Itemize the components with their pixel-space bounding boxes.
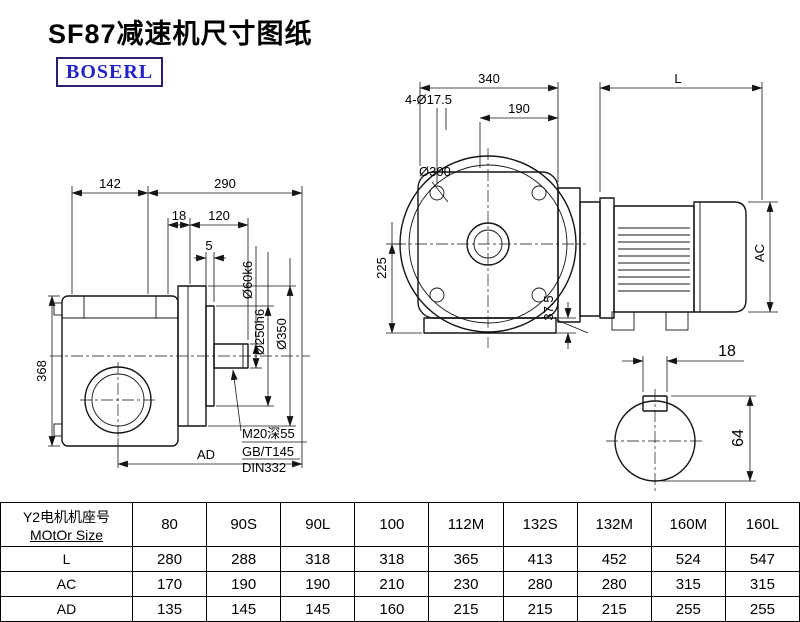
col-header: 132S (502, 502, 578, 547)
table-cell: 190 (206, 571, 282, 597)
bolt-hole (531, 185, 547, 201)
note-std1: GB/T145 (242, 444, 294, 459)
col-header: 100 (354, 502, 430, 547)
motor-size-header: Y2电机机座号 MOtOr Size (0, 502, 133, 547)
motor-foot (665, 311, 689, 331)
motor-flange (599, 197, 615, 319)
motor-body (613, 205, 695, 313)
dim-142: 142 (99, 176, 121, 191)
table-cell: 215 (576, 596, 652, 622)
dim-18: 18 (172, 208, 186, 223)
fan-cowl (693, 201, 747, 313)
dim-290: 290 (214, 176, 236, 191)
motor-size-label-cn: Y2电机机座号 (22, 508, 111, 525)
row-label: AC (0, 571, 133, 597)
table-cell: 413 (502, 546, 578, 572)
dia-flange-label: Ø350 (274, 318, 289, 350)
dim-37-5: 37.5 (541, 295, 556, 320)
dim-ad: AD (197, 447, 215, 462)
table-cell: 452 (576, 546, 652, 572)
dim-key-64: 64 (730, 429, 747, 447)
dia-300-label: Ø300 (419, 164, 451, 179)
col-header: 160L (724, 502, 800, 547)
dim-368: 368 (34, 360, 49, 382)
shaft-end-view: 18 64 (606, 343, 756, 493)
table-cell: 145 (280, 596, 356, 622)
brand-logo: BOSERL (56, 57, 164, 87)
table-cell: 230 (428, 571, 504, 597)
dia-pilot-label: Ø250h6 (252, 309, 267, 355)
note-tap: M20深55 (242, 426, 295, 441)
front-view: 340 L 190 4-Ø17.5 Ø300 225 (374, 71, 778, 349)
col-header: 80 (131, 502, 208, 547)
table-cell: 160 (354, 596, 430, 622)
table-header-row: Y2电机机座号 MOtOr Size 80 90S 90L 100 112M 1… (0, 502, 800, 547)
table-cell: 255 (724, 596, 800, 622)
input-bore (466, 222, 510, 266)
table-cell: 215 (428, 596, 504, 622)
output-shaft (213, 343, 249, 369)
dim-5: 5 (205, 238, 212, 253)
col-header: 112M (428, 502, 504, 547)
table-row: AD 135 145 145 160 215 215 215 255 255 (0, 596, 800, 622)
table-cell: 280 (131, 546, 208, 572)
dim-340: 340 (478, 71, 500, 86)
page-title: SF87减速机尺寸图纸 (48, 19, 313, 49)
table-cell: 315 (724, 571, 800, 597)
table-cell: 365 (428, 546, 504, 572)
col-header: 90L (280, 502, 356, 547)
col-header: 132M (576, 502, 652, 547)
bolt-hole (429, 287, 445, 303)
dim-l: L (674, 71, 681, 86)
table-cell: 170 (131, 571, 208, 597)
dim-ac: AC (752, 244, 767, 262)
col-header: 90S (206, 502, 282, 547)
table-cell: 315 (650, 571, 726, 597)
table-cell: 288 (206, 546, 282, 572)
bolt-hole (429, 185, 445, 201)
row-label: L (0, 546, 133, 572)
row-label: AD (0, 596, 133, 622)
gearbox-base (423, 317, 557, 334)
dim-190: 190 (508, 101, 530, 116)
table-row: L 280 288 318 318 365 413 452 524 547 (0, 546, 800, 572)
table-cell: 547 (724, 546, 800, 572)
dimension-table: Y2电机机座号 MOtOr Size 80 90S 90L 100 112M 1… (0, 502, 800, 622)
table-cell: 135 (131, 596, 208, 622)
table-cell: 255 (650, 596, 726, 622)
note-std2: DIN332 (242, 460, 286, 475)
gearbox-housing (61, 295, 179, 447)
table-cell: 190 (280, 571, 356, 597)
table-cell: 280 (576, 571, 652, 597)
table-cell: 524 (650, 546, 726, 572)
dim-120: 120 (208, 208, 230, 223)
table-cell: 318 (354, 546, 430, 572)
table-cell: 215 (502, 596, 578, 622)
table-cell: 280 (502, 571, 578, 597)
table-cell: 145 (206, 596, 282, 622)
col-header: 160M (650, 502, 726, 547)
dim-225: 225 (374, 257, 389, 279)
table-cell: 210 (354, 571, 430, 597)
shaft-circle (614, 400, 696, 482)
dim-key-18: 18 (718, 343, 736, 360)
table-cell: 318 (280, 546, 356, 572)
dia-shaft-label: Ø60k6 (240, 261, 255, 299)
motor-size-label-en: MOtOr Size (29, 526, 104, 543)
side-view: 142 290 18 120 5 368 AD (34, 176, 310, 475)
holes-callout: 4-Ø17.5 (405, 92, 452, 107)
table-row: AC 170 190 190 210 230 280 280 315 315 (0, 571, 800, 597)
technical-drawing: 142 290 18 120 5 368 AD (34, 71, 778, 493)
motor-foot (611, 311, 635, 331)
bolt-hole (531, 287, 547, 303)
